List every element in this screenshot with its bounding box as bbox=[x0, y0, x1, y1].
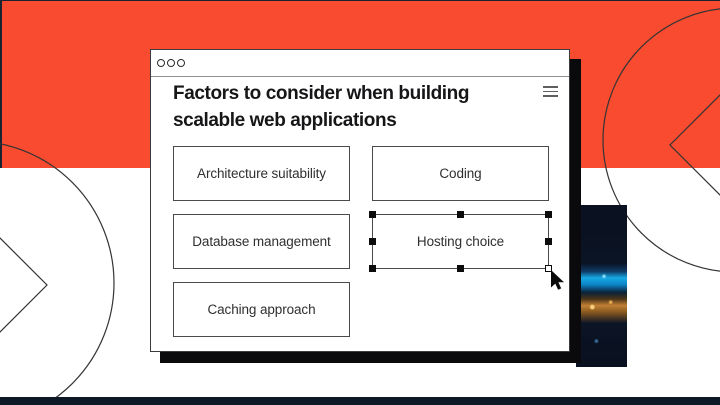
selection-handle-top-left[interactable] bbox=[369, 211, 376, 218]
selection-handle-mid-left[interactable] bbox=[369, 238, 376, 245]
page-title: Factors to consider when building scalab… bbox=[173, 80, 470, 134]
night-lights-photo bbox=[576, 205, 627, 367]
window-control-circle[interactable] bbox=[177, 59, 185, 67]
hamburger-menu-icon[interactable] bbox=[543, 86, 558, 97]
window-titlebar bbox=[151, 50, 569, 77]
circle-outline-left bbox=[0, 143, 115, 405]
page-title-line-2: scalable web applications bbox=[173, 110, 397, 131]
selection-handle-bottom-right-active[interactable] bbox=[545, 265, 552, 272]
chevron-left-outline bbox=[669, 94, 720, 196]
selection-handle-top-mid[interactable] bbox=[457, 211, 464, 218]
window-control-circle[interactable] bbox=[157, 59, 165, 67]
browser-window: Factors to consider when building scalab… bbox=[150, 49, 570, 352]
chevron-right-outline bbox=[0, 237, 48, 333]
box-database-management[interactable]: Database management bbox=[173, 214, 350, 269]
circle-outline-right bbox=[602, 8, 720, 272]
page-title-line-1: Factors to consider when building bbox=[173, 83, 470, 104]
box-label: Database management bbox=[192, 234, 331, 249]
box-label: Hosting choice bbox=[416, 234, 505, 249]
box-caching-approach[interactable]: Caching approach bbox=[173, 282, 350, 337]
selection-handle-bottom-left[interactable] bbox=[369, 265, 376, 272]
box-label: Architecture suitability bbox=[197, 166, 326, 181]
selection-handle-mid-right[interactable] bbox=[545, 238, 552, 245]
box-label: Coding bbox=[439, 166, 482, 181]
footer-bar bbox=[0, 397, 720, 405]
box-coding[interactable]: Coding bbox=[372, 146, 549, 201]
arrow-cursor bbox=[551, 270, 564, 290]
selection-handle-top-right[interactable] bbox=[545, 211, 552, 218]
box-label: Caching approach bbox=[207, 302, 316, 317]
box-hosting-choice[interactable]: Hosting choice bbox=[369, 211, 552, 272]
box-architecture-suitability[interactable]: Architecture suitability bbox=[173, 146, 350, 201]
selection-handle-bottom-mid[interactable] bbox=[457, 265, 464, 272]
window-control-circle[interactable] bbox=[167, 59, 175, 67]
